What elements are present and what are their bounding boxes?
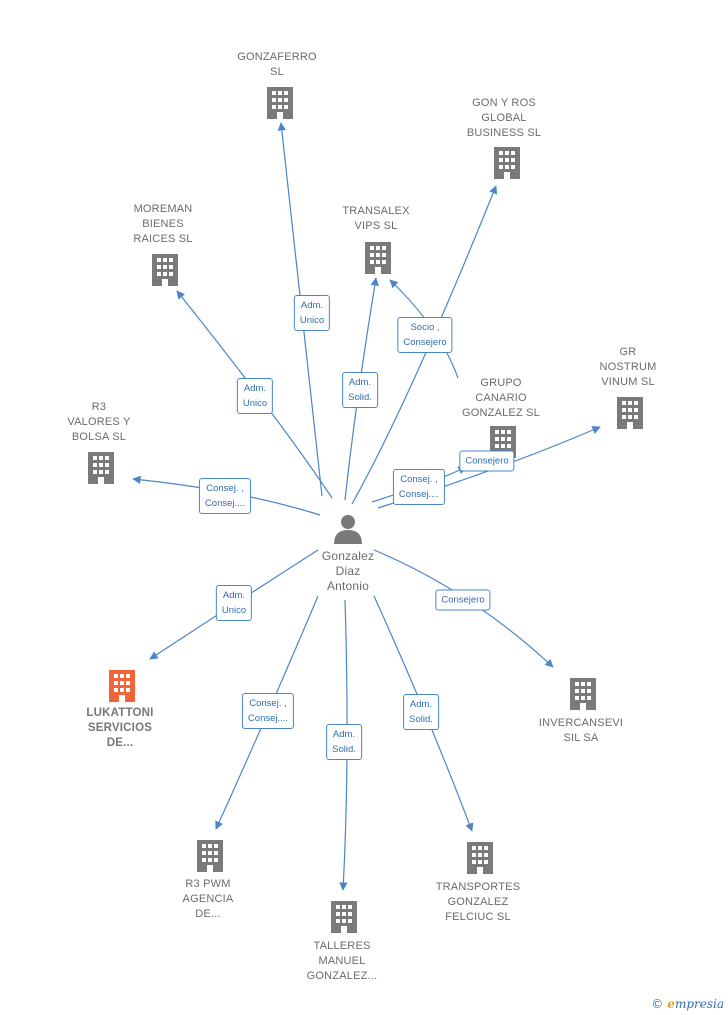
invercansevi-building-icon[interactable] xyxy=(570,678,596,710)
lukattoni-building-icon[interactable] xyxy=(109,670,135,702)
center-person-label[interactable]: Gonzalez Diaz Antonio xyxy=(321,549,375,593)
node-label-talleres[interactable]: TALLERES MANUEL GONZALEZ... xyxy=(306,940,378,982)
gonros-building-icon[interactable] xyxy=(494,147,520,179)
node-label-transalex[interactable]: TRANSALEX VIPS SL xyxy=(342,205,410,232)
brand-logo: ©empresia xyxy=(651,997,724,1011)
edge-label-grnostrum[interactable]: Consejero xyxy=(459,450,515,472)
node-label-grupocanario[interactable]: GRUPO CANARIO GONZALEZ SL xyxy=(462,377,540,419)
edge-label-invercansevi[interactable]: Consejero xyxy=(435,589,491,611)
edge-label-moreman[interactable]: Adm. Unico xyxy=(236,378,274,414)
node-label-gonzaferro[interactable]: GONZAFERRO SL xyxy=(237,51,317,78)
node-label-gonros[interactable]: GON Y ROS GLOBAL BUSINESS SL xyxy=(466,97,542,139)
edge-label-r3valores[interactable]: Consej. , Consej.... xyxy=(198,478,252,514)
transportes-building-icon[interactable] xyxy=(467,842,493,874)
talleres-building-icon[interactable] xyxy=(331,901,357,933)
transalex-building-icon[interactable] xyxy=(365,242,391,274)
edge-label-grupocanario[interactable]: Consej. , Consej.... xyxy=(392,469,446,505)
edge-label-r3pwm[interactable]: Consej. , Consej.... xyxy=(241,693,295,729)
person-icon[interactable] xyxy=(334,515,362,544)
node-label-invercansevi[interactable]: INVERCANSEVI SIL SA xyxy=(538,717,624,744)
r3pwm-building-icon[interactable] xyxy=(197,840,223,872)
brand-name: mpresia xyxy=(674,997,724,1011)
brand-initial: e xyxy=(667,997,675,1011)
node-label-moreman[interactable]: MOREMAN BIENES RAICES SL xyxy=(133,203,193,245)
edge-label-talleres[interactable]: Adm. Solid. xyxy=(326,724,362,760)
edge-label-lukattoni[interactable]: Adm. Unico xyxy=(215,585,253,621)
copyright-symbol: © xyxy=(651,997,664,1011)
edge-label-transportes[interactable]: Adm. Solid. xyxy=(403,694,439,730)
r3valores-building-icon[interactable] xyxy=(88,452,114,484)
edge-gonzaferro xyxy=(277,122,323,497)
node-label-lukattoni[interactable]: LUKATTONI SERVICIOS DE... xyxy=(86,707,154,749)
edge-label-gonros[interactable]: Socio , Consejero xyxy=(397,317,453,353)
node-label-transportes[interactable]: TRANSPORTES GONZALEZ FELCIUC SL xyxy=(435,881,521,923)
gonzaferro-building-icon[interactable] xyxy=(267,87,293,119)
node-label-r3pwm[interactable]: R3 PWM AGENCIA DE... xyxy=(182,878,234,920)
moreman-building-icon[interactable] xyxy=(152,254,178,286)
edge-label-transalex[interactable]: Adm. Solid. xyxy=(342,372,378,408)
grnostrum-building-icon[interactable] xyxy=(617,397,643,429)
edge-label-gonzaferro[interactable]: Adm. Unico xyxy=(293,295,331,331)
edge-gonros xyxy=(351,185,498,505)
node-label-grnostrum[interactable]: GR NOSTRUM VINUM SL xyxy=(599,346,657,388)
node-label-r3valores[interactable]: R3 VALORES Y BOLSA SL xyxy=(67,401,131,443)
